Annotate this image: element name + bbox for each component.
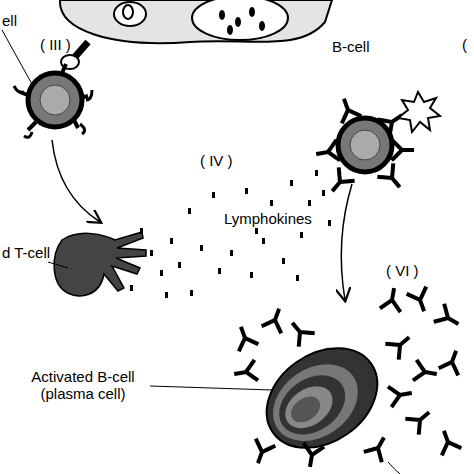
lymphokine-dot: [300, 232, 303, 238]
lymphokine-dot: [165, 292, 168, 298]
lymphokine-dot: [308, 200, 311, 206]
part-label: B-cell: [330, 38, 372, 55]
lymphokine-dot: [315, 170, 318, 176]
part-label: d T-cell: [0, 244, 52, 261]
callout-number: ( IV ): [198, 152, 235, 169]
lymphokine-dot: [270, 200, 273, 206]
lymphokine-dot: [150, 250, 153, 256]
callout-number: (: [460, 36, 469, 53]
lymphokine-dot: [250, 272, 253, 278]
part-label: Lymphokines: [222, 210, 314, 227]
lymphokine-dot: [130, 285, 133, 291]
lymphokine-dot: [262, 238, 265, 244]
lymphokine-dot: [140, 228, 143, 234]
lymphokine-dot: [218, 268, 221, 274]
lymphokine-dot: [290, 180, 293, 186]
lymphokine-dot: [296, 275, 299, 281]
lymphokine-dot: [170, 238, 173, 244]
callout-number: ( III ): [38, 36, 73, 53]
part-label: ell: [0, 12, 19, 29]
lymphokine-dot: [190, 290, 193, 296]
lymphokine-dot: [245, 188, 248, 194]
lymphokine-dot: [230, 250, 233, 256]
lymphokine-dot: [212, 192, 215, 198]
lymphokine-dot: [200, 245, 203, 251]
lymphokine-dot: [255, 228, 258, 234]
lymphokine-dot: [282, 258, 285, 264]
lymphokine-dot: [178, 262, 181, 268]
callout-number: ( VI ): [384, 262, 421, 279]
lymphokine-dot: [322, 190, 325, 196]
lymphokine-dot: [328, 220, 331, 226]
lymphokine-dot: [188, 208, 191, 214]
lymphokine-dot: [160, 270, 163, 276]
part-label: Activated B-cell (plasma cell): [16, 368, 150, 403]
